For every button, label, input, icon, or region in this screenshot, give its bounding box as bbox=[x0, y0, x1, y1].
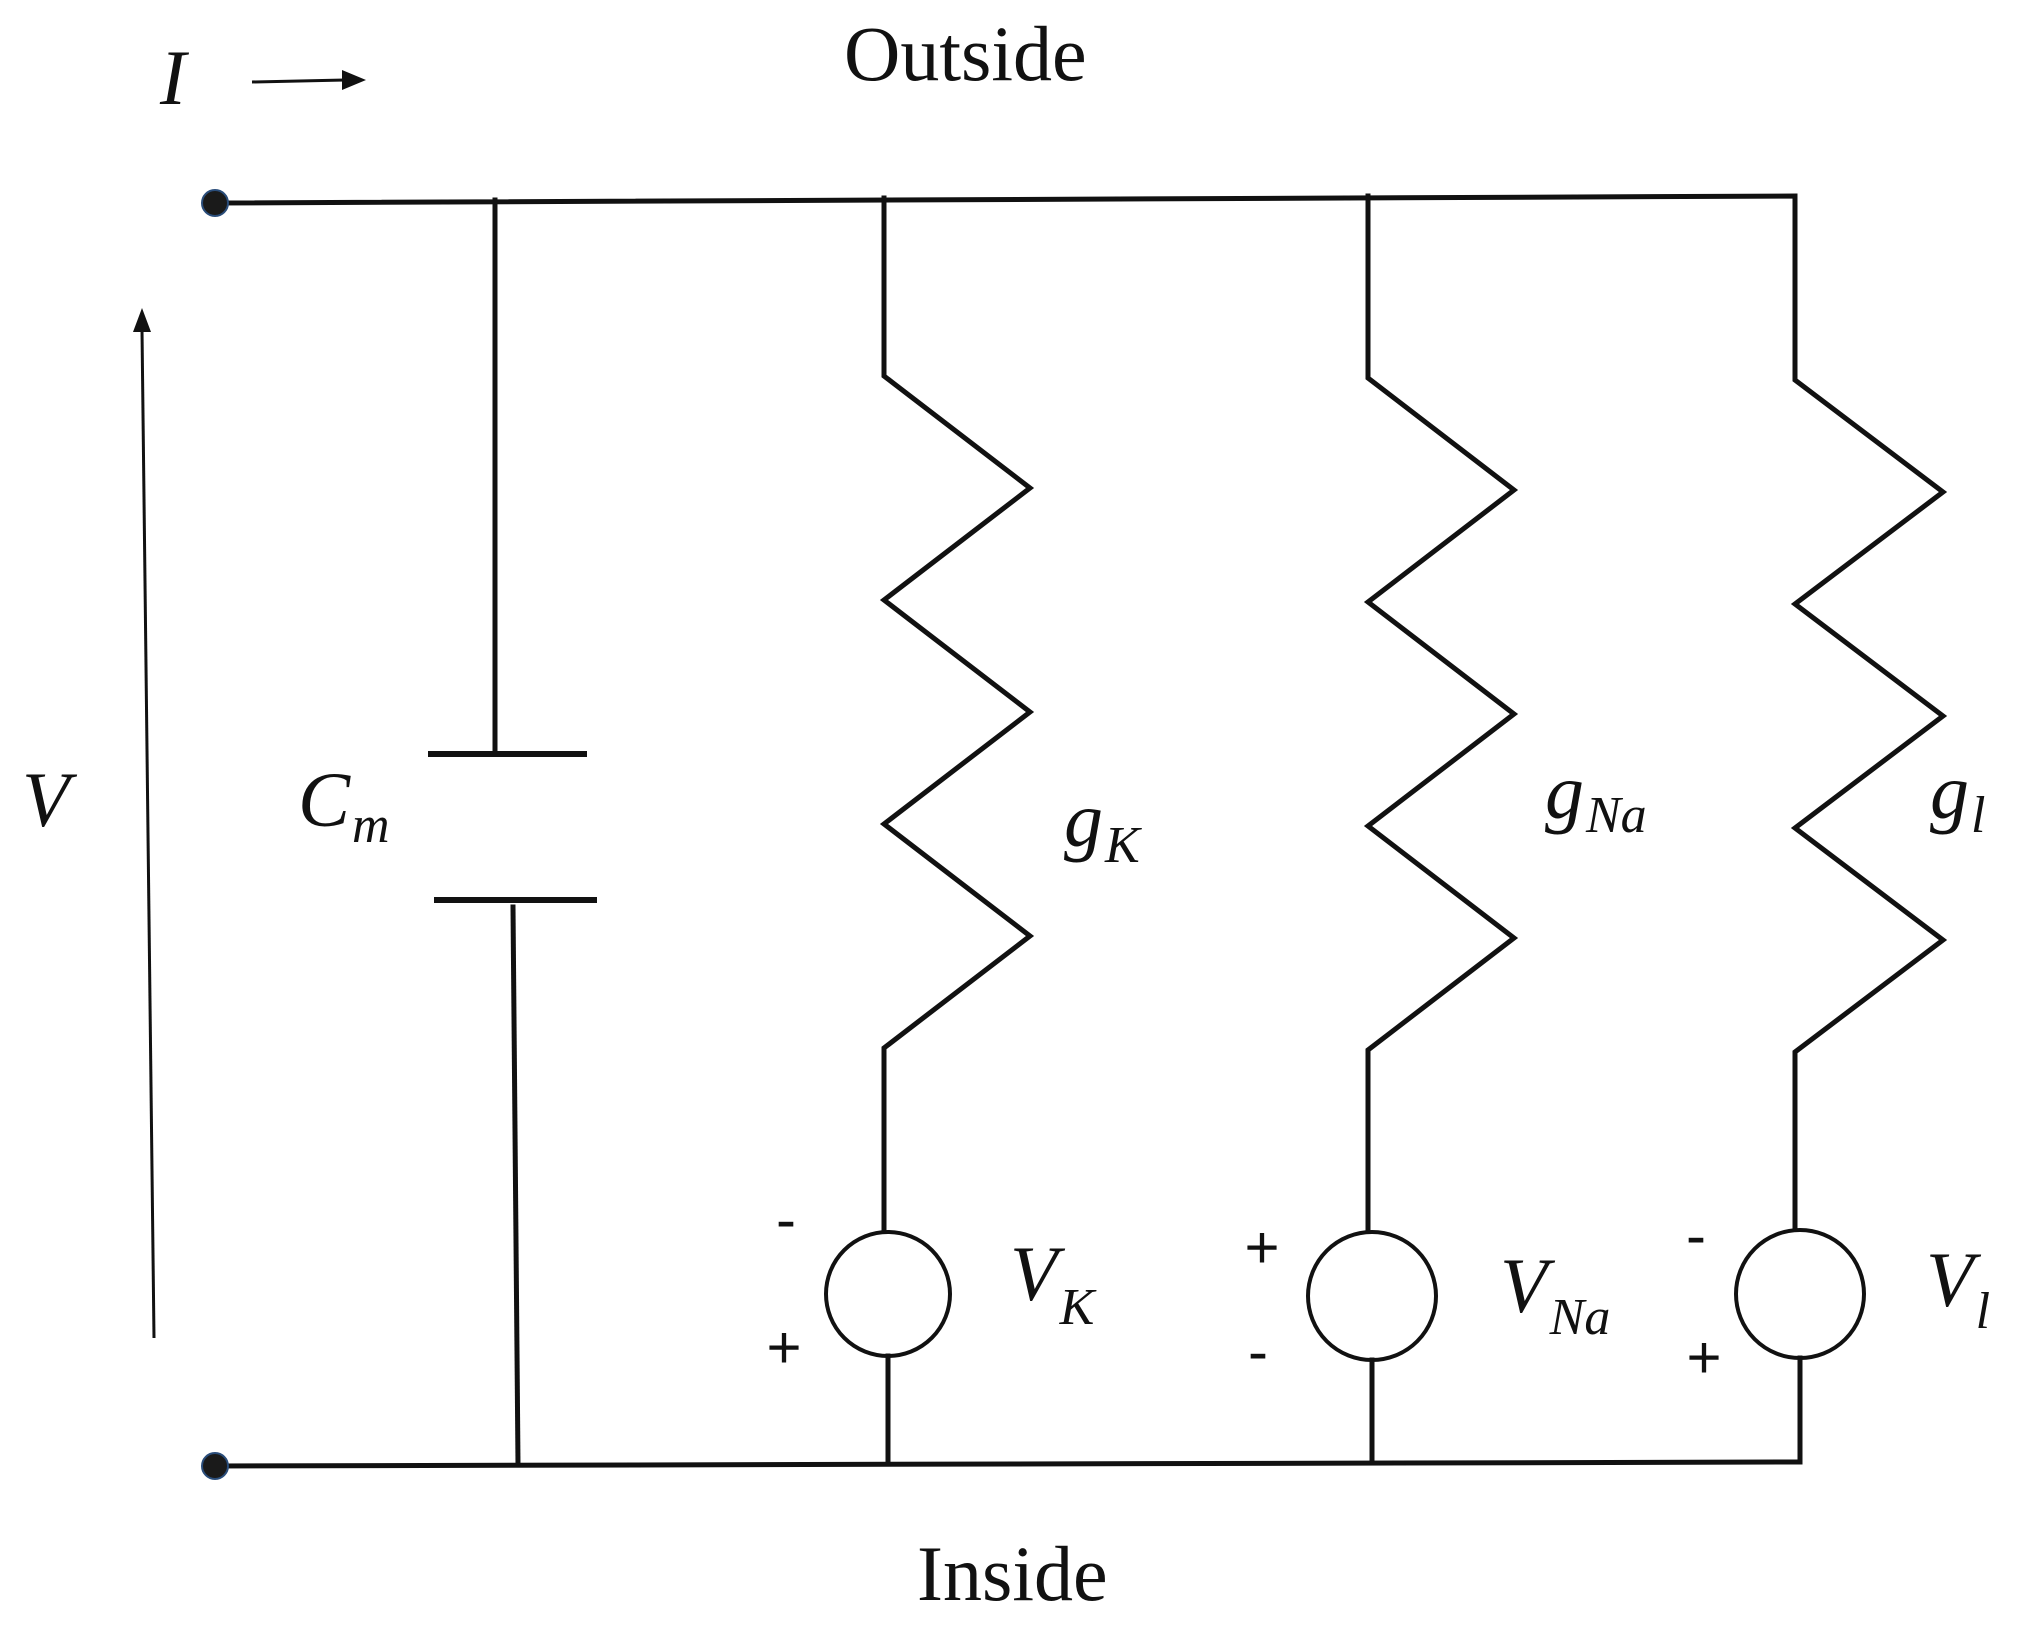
vk-label: VK bbox=[1010, 1230, 1097, 1336]
gl-label: gl bbox=[1930, 748, 1985, 844]
source-vna bbox=[1306, 1230, 1438, 1362]
vna-label: VNa bbox=[1500, 1242, 1610, 1346]
vl-top-sign: - bbox=[1686, 1202, 1706, 1269]
vna-bottom-sign: - bbox=[1248, 1318, 1268, 1385]
resistor-gna bbox=[1363, 193, 1519, 1239]
top-terminal bbox=[201, 189, 229, 217]
vl-bottom-sign: + bbox=[1686, 1324, 1721, 1391]
current-arrow bbox=[251, 70, 366, 90]
sodium-branch bbox=[1306, 193, 1519, 1465]
inside-label: Inside bbox=[917, 1530, 1108, 1617]
capacitor-label: Cm bbox=[298, 756, 390, 854]
vk-bottom-sign: + bbox=[766, 1314, 801, 1381]
source-vl bbox=[1734, 1228, 1866, 1360]
voltage-arrow bbox=[133, 308, 156, 1339]
leak-branch bbox=[1734, 197, 1948, 1461]
vk-top-sign: - bbox=[776, 1186, 796, 1253]
source-vk bbox=[824, 1230, 952, 1358]
gna-label: gNa bbox=[1545, 748, 1647, 844]
resistor-gk bbox=[879, 195, 1035, 1237]
resistor-gl bbox=[1790, 197, 1948, 1237]
bottom-rail bbox=[212, 1453, 1803, 1469]
vna-top-sign: + bbox=[1244, 1214, 1279, 1281]
bottom-terminal bbox=[201, 1452, 229, 1480]
gk-label: gK bbox=[1064, 776, 1142, 874]
vl-label: Vl bbox=[1926, 1236, 1990, 1340]
potassium-branch bbox=[824, 195, 1035, 1467]
capacitor bbox=[428, 197, 597, 1467]
current-label: I bbox=[159, 34, 190, 121]
voltage-label: V bbox=[22, 756, 78, 843]
top-rail bbox=[212, 193, 1798, 206]
outside-label: Outside bbox=[844, 10, 1087, 97]
